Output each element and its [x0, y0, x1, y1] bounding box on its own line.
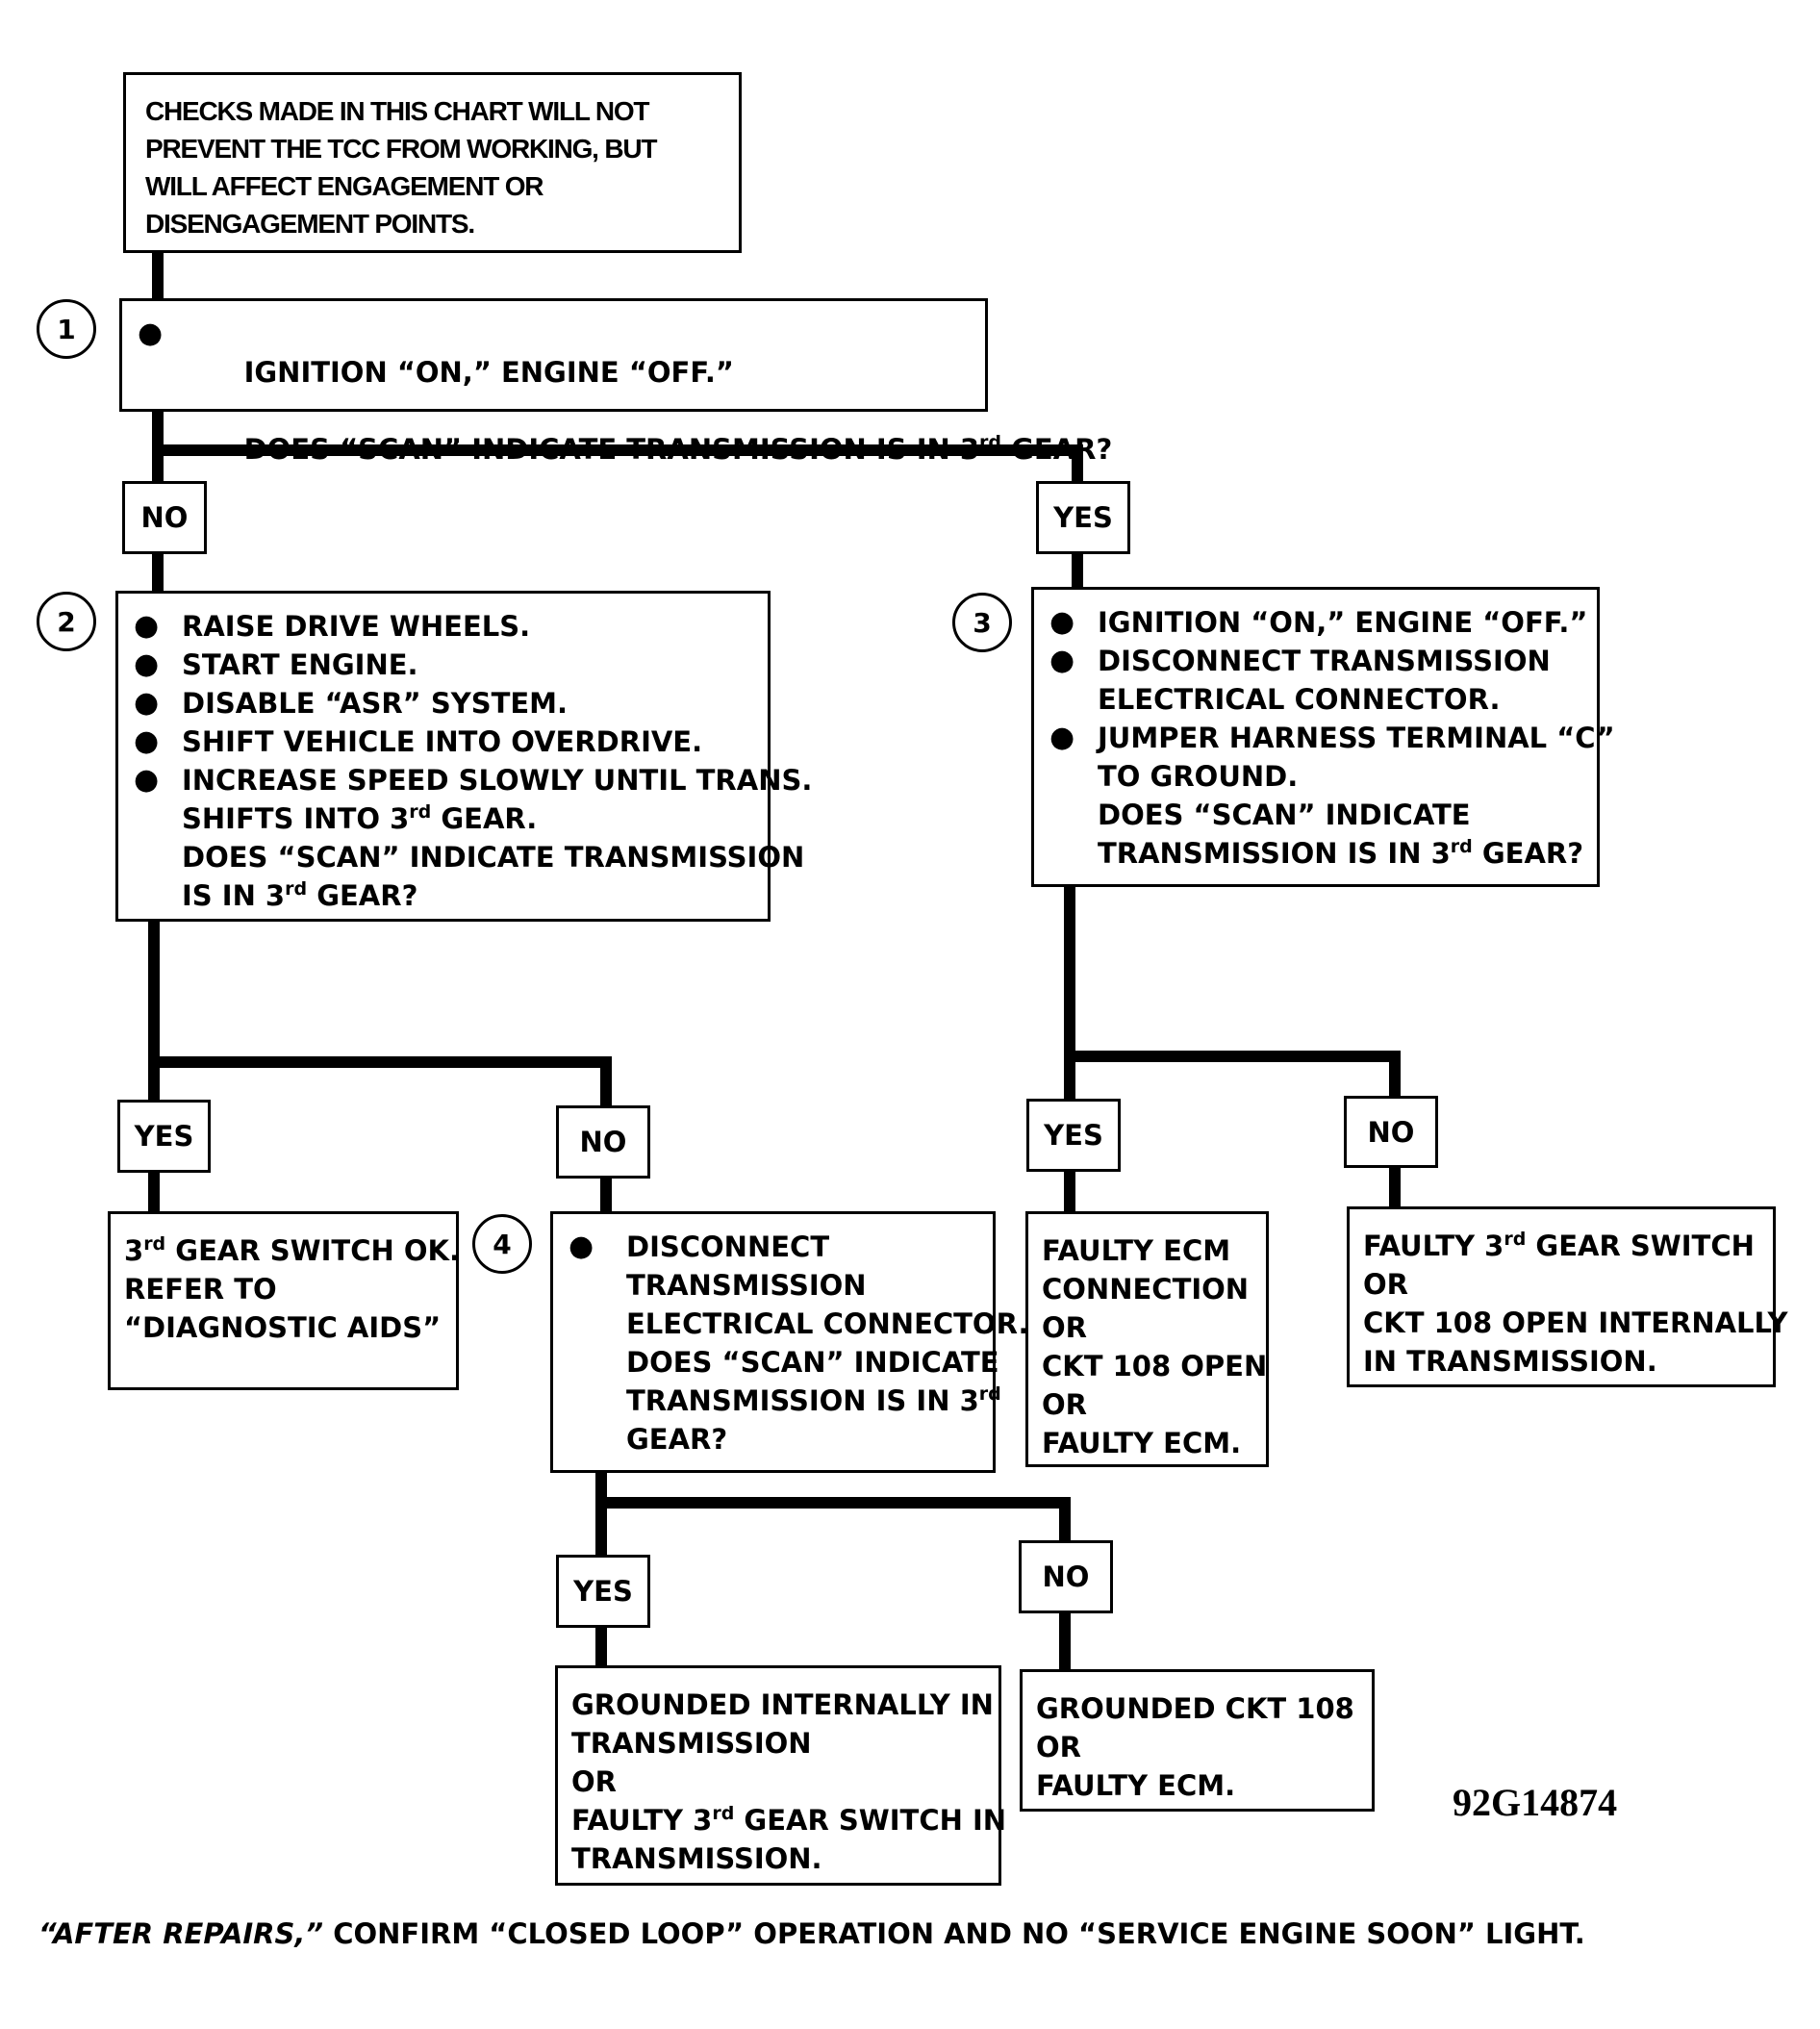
note-line: WILL AFFECT ENGAGEMENT OR	[145, 171, 544, 201]
bullet-icon: ●	[1049, 605, 1075, 639]
step-number-2: 2	[37, 592, 96, 651]
step2-no-label: NO	[556, 1105, 650, 1179]
connector-step1-branch	[152, 405, 1083, 487]
step-number-3: 3	[952, 593, 1012, 652]
bullet-icon: ●	[134, 647, 160, 681]
step2-bullet-item: ●SHIFT VEHICLE INTO OVERDRIVE.	[134, 723, 756, 761]
step3-no-label: NO	[1344, 1096, 1438, 1168]
step3-bullet-item: ●DISCONNECT TRANSMISSION ELECTRICAL CONN…	[1049, 642, 1585, 719]
step2-bullet-item: ●DISABLE “ASR” SYSTEM.	[134, 684, 756, 723]
step1-box: ● IGNITION “ON,” ENGINE “OFF.” DOES “SCA…	[119, 298, 1112, 466]
bullet-icon: ●	[134, 686, 160, 720]
step-number-1: 1	[37, 299, 96, 359]
step1-instruction: IGNITION “ON,” ENGINE “OFF.”	[243, 356, 734, 389]
step4-bullet-item: ● DISCONNECT TRANSMISSION ELECTRICAL CON…	[569, 1228, 1028, 1458]
step2-bullet-item: ● INCREASE SPEED SLOWLY UNTIL TRANS.SHIF…	[134, 761, 812, 915]
step2-question: DOES “SCAN” INDICATE TRANSMISSION	[182, 841, 805, 874]
result-faulty-gear-switch: FAULTY 3rd GEAR SWITCH OR CKT 108 OPEN I…	[1347, 1206, 1788, 1387]
step2-yes-label: YES	[117, 1100, 211, 1173]
bullet-icon: ●	[1049, 721, 1075, 754]
note-line: CHECKS MADE IN THIS CHART WILL NOT	[145, 96, 650, 126]
step3-box: ●IGNITION “ON,” ENGINE “OFF.” ●DISCONNEC…	[1031, 587, 1615, 887]
step2-bullet-item: ●START ENGINE.	[134, 646, 756, 684]
bullet-icon: ●	[138, 317, 164, 350]
result-faulty-ecm-connection: FAULTY ECM CONNECTION OR CKT 108 OPEN OR…	[1025, 1211, 1269, 1467]
connector-step2-branch	[148, 915, 612, 1112]
step2-bullet-item: ●RAISE DRIVE WHEELS.	[134, 607, 756, 646]
bullet-icon: ●	[134, 724, 160, 758]
step3-yes-label: YES	[1026, 1099, 1121, 1172]
step1-bullet-item: ● IGNITION “ON,” ENGINE “OFF.” DOES “SCA…	[138, 315, 1112, 507]
note-line: PREVENT THE TCC FROM WORKING, BUT	[145, 134, 657, 164]
step3-bullet-item: ●IGNITION “ON,” ENGINE “OFF.”	[1049, 603, 1587, 642]
step4-no-label: NO	[1019, 1540, 1113, 1613]
result-grounded-ckt-108: GROUNDED CKT 108 OR FAULTY ECM.	[1020, 1669, 1375, 1812]
step4-yes-label: YES	[556, 1555, 650, 1628]
step2-box: ●RAISE DRIVE WHEELS. ●START ENGINE. ●DIS…	[115, 591, 812, 922]
connector-step3-branch	[1064, 879, 1401, 1103]
bullet-icon: ●	[1049, 644, 1075, 677]
step3-bullet-item: ● JUMPER HARNESS TERMINAL “C” TO GROUND.…	[1049, 719, 1615, 873]
footer-italic: “AFTER REPAIRS,”	[38, 1917, 324, 1950]
result-grounded-internally: GROUNDED INTERNALLY IN TRANSMISSION OR F…	[555, 1665, 1006, 1886]
bullet-icon: ●	[134, 763, 160, 797]
bullet-icon: ●	[134, 609, 160, 643]
note-box: CHECKS MADE IN THIS CHART WILL NOT PREVE…	[123, 72, 742, 253]
step-number-4: 4	[472, 1214, 532, 1274]
step1-yes-label: YES	[1036, 481, 1130, 554]
note-line: DISENGAGEMENT POINTS.	[145, 209, 475, 239]
step1-question: DOES “SCAN” INDICATE TRANSMISSION IS IN …	[243, 432, 1113, 466]
footer-note: “AFTER REPAIRS,” CONFIRM “CLOSED LOOP” O…	[38, 1917, 1585, 1950]
connector-step4-branch	[595, 1466, 1071, 1548]
figure-code: 92G14874	[1453, 1781, 1618, 1824]
step1-no-label: NO	[122, 481, 207, 554]
result-gear-switch-ok: 3rd GEAR SWITCH OK. REFER TO “DIAGNOSTIC…	[108, 1211, 460, 1390]
bullet-icon: ●	[569, 1230, 594, 1263]
footer-text: CONFIRM “CLOSED LOOP” OPERATION AND NO “…	[323, 1917, 1585, 1950]
step4-box: ● DISCONNECT TRANSMISSION ELECTRICAL CON…	[550, 1211, 1028, 1473]
